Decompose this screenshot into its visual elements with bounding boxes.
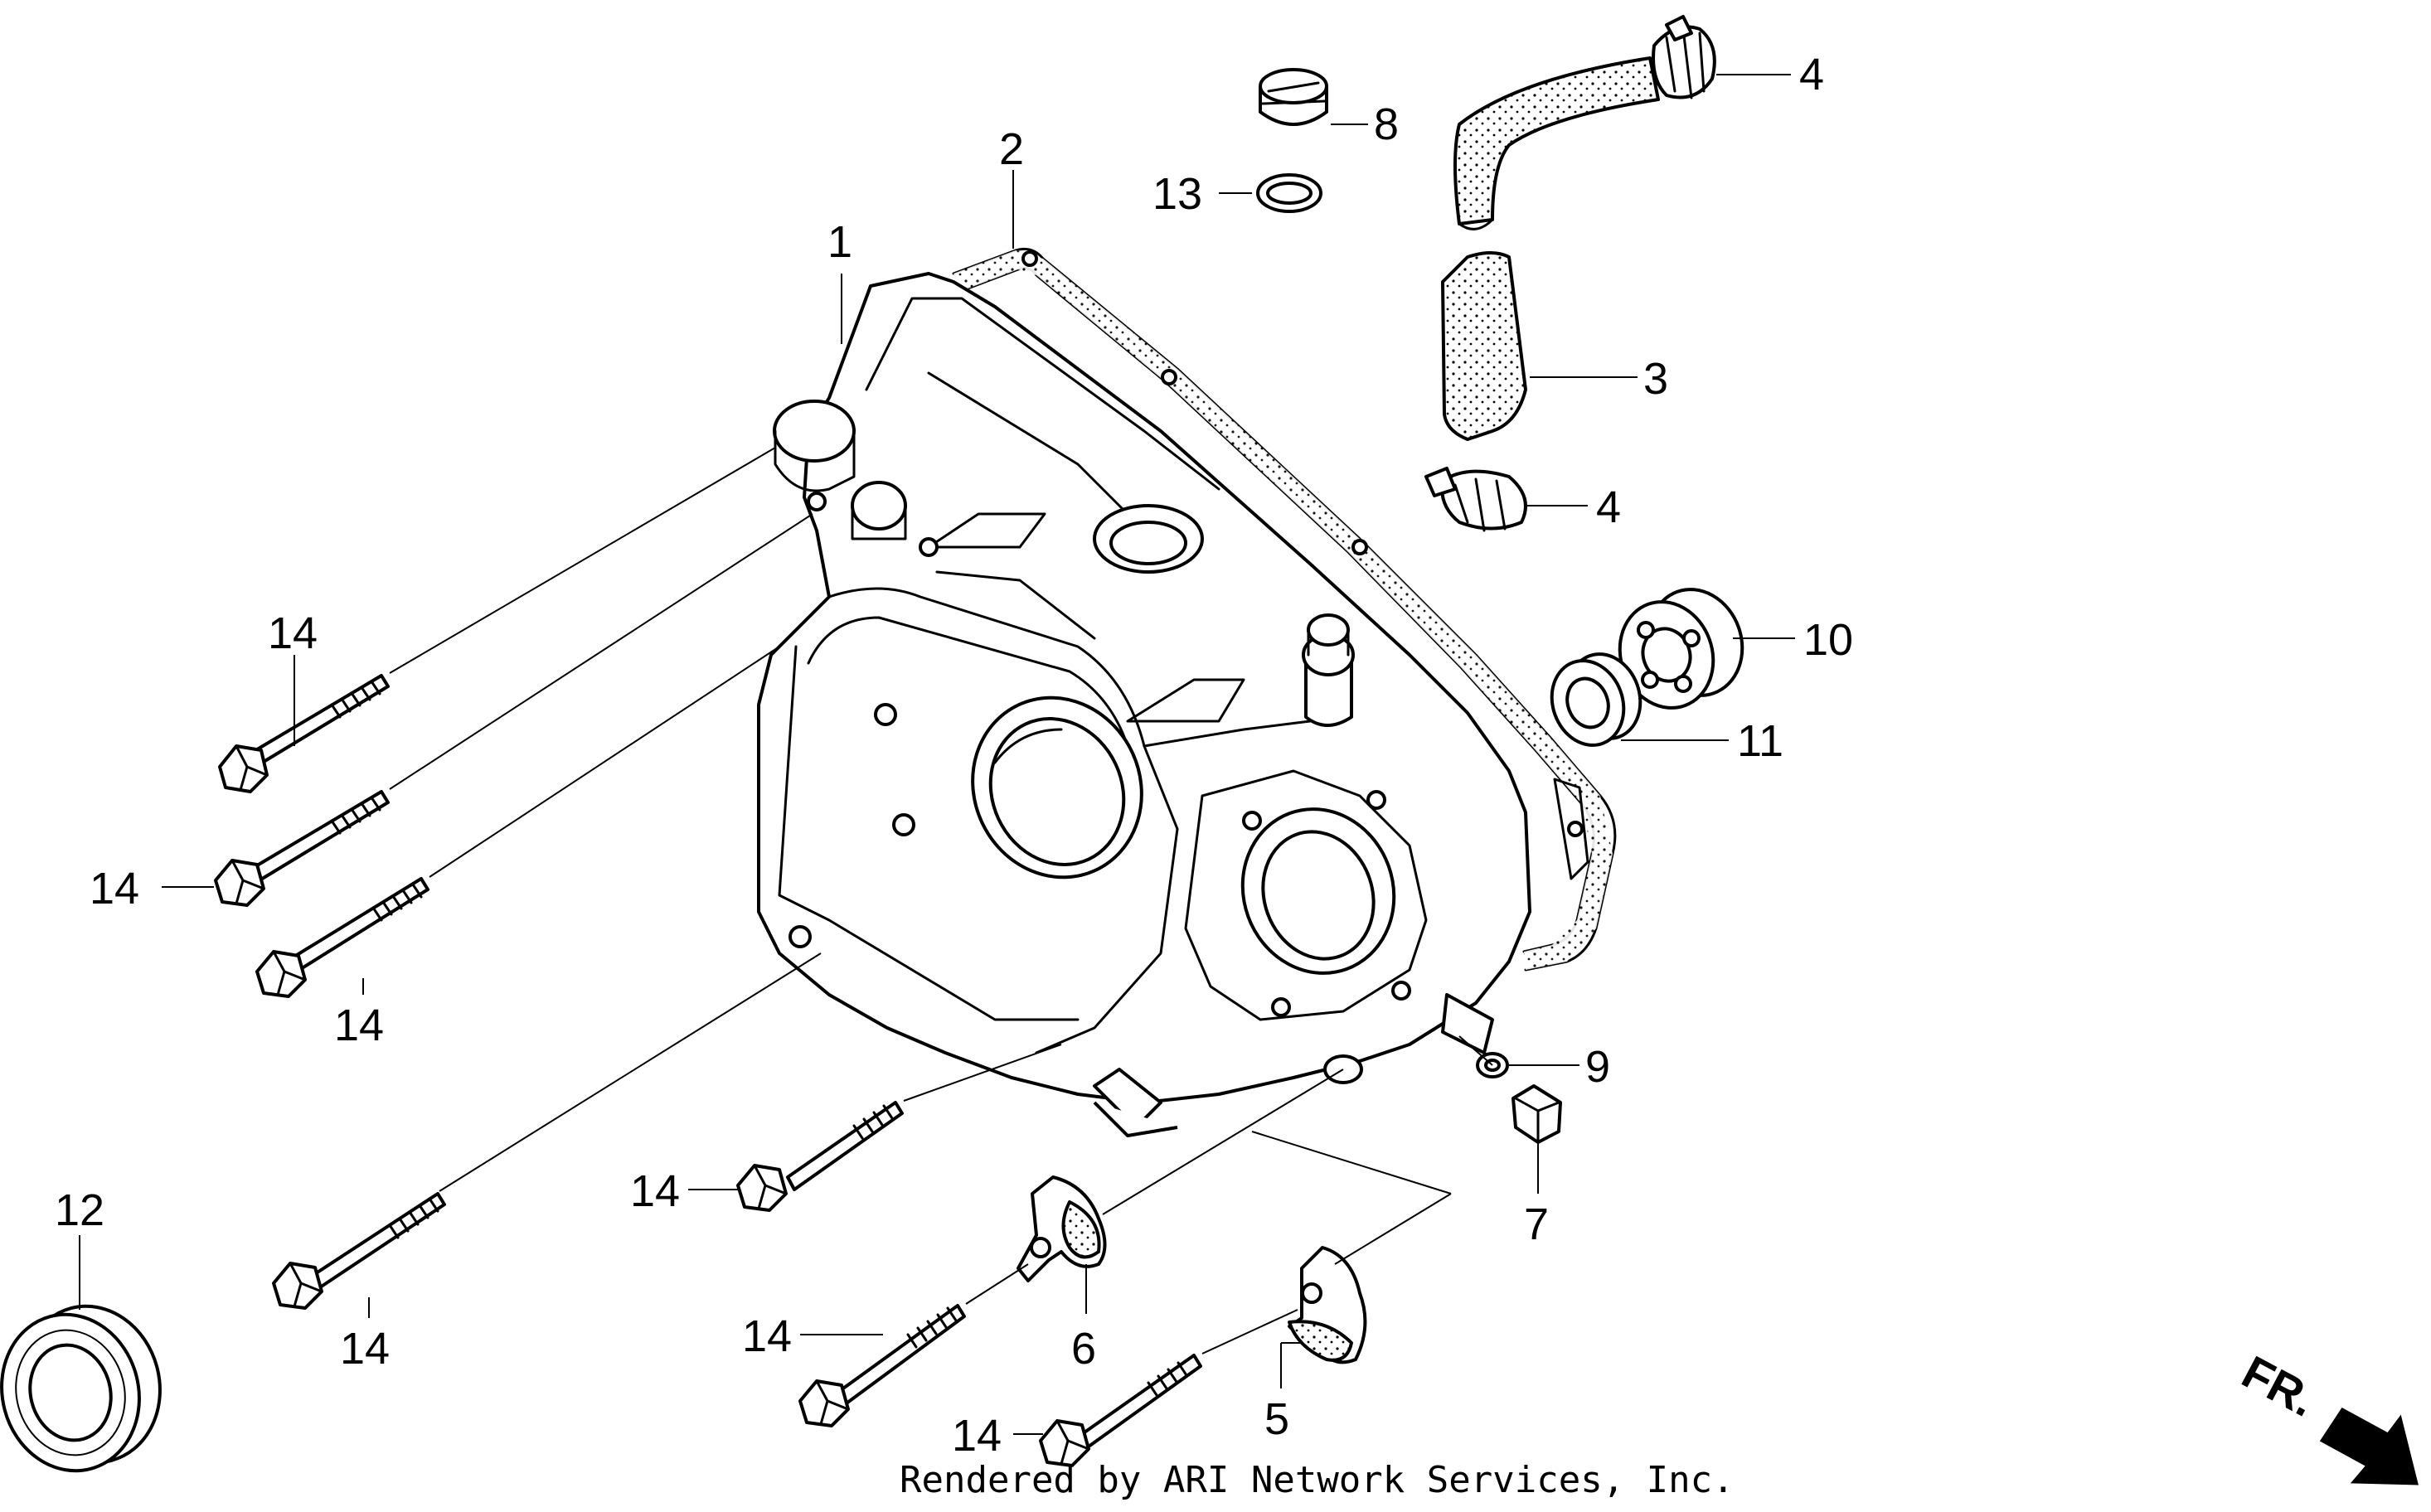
front-direction-indicator: FR. (2234, 1345, 2419, 1485)
credit-line: Rendered by ARI Network Services, Inc. (900, 1459, 1735, 1501)
bolt-b (214, 790, 390, 907)
callout-4-top: 4 (1799, 50, 1824, 99)
callout-14-b: 14 (90, 864, 139, 914)
drain-bolt (1511, 1084, 1562, 1144)
callout-2: 2 (999, 124, 1024, 174)
callout-5: 5 (1264, 1394, 1289, 1444)
o-ring-washer (1256, 173, 1322, 213)
callout-14-g: 14 (952, 1411, 1002, 1461)
gasket (952, 247, 1617, 972)
callout-6: 6 (1071, 1324, 1096, 1374)
hose-clamp-top (1652, 15, 1716, 99)
callouts: 1 2 3 4 4 5 6 7 8 9 10 11 12 13 14 14 14… (55, 50, 1853, 1461)
callout-14-f: 14 (742, 1311, 792, 1361)
callout-4-bottom: 4 (1596, 482, 1621, 532)
callout-9: 9 (1585, 1042, 1610, 1092)
callout-3: 3 (1643, 354, 1668, 404)
callout-11: 11 (1737, 716, 1783, 766)
callout-14-a: 14 (268, 608, 318, 658)
callout-14-c: 14 (334, 1001, 384, 1050)
bolt-d (736, 1101, 904, 1212)
front-arrow-icon (2319, 1408, 2419, 1485)
leader-lines (79, 74, 1795, 1435)
oil-filler-cap (1259, 68, 1328, 126)
bolt-c (255, 877, 429, 998)
hose-clip-upper (1017, 1175, 1107, 1282)
bolt-e (272, 1192, 446, 1310)
oil-seal (1550, 652, 1643, 747)
callout-1: 1 (827, 217, 852, 267)
callout-8: 8 (1374, 99, 1399, 149)
callout-13: 13 (1152, 169, 1202, 219)
callout-14-e: 14 (340, 1324, 390, 1374)
bolt-f (798, 1304, 966, 1427)
bolt-a (218, 674, 390, 793)
breather-hose (1441, 56, 1660, 441)
bolt-g (1039, 1354, 1202, 1467)
callout-7: 7 (1524, 1199, 1549, 1249)
callout-14-d: 14 (630, 1166, 680, 1216)
hose-clip-lower (1288, 1246, 1367, 1364)
callout-10: 10 (1803, 615, 1853, 665)
front-direction-label: FR. (2234, 1345, 2324, 1427)
crank-bearing (0, 1304, 162, 1473)
crankcase-cover (757, 272, 1531, 1137)
hose-clamp-bottom (1424, 467, 1527, 532)
callout-12: 12 (55, 1185, 104, 1235)
